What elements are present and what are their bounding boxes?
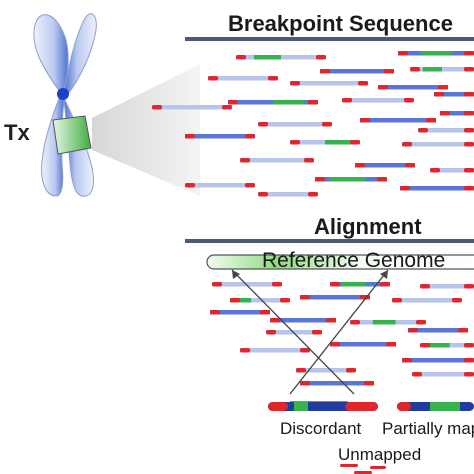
- sequence-read: [240, 348, 310, 353]
- sequence-read: [330, 282, 390, 287]
- chromosome: [33, 13, 97, 197]
- mapping-arrowheads: [232, 270, 388, 279]
- unmapped-reads: [340, 464, 386, 474]
- sequence-read: [258, 122, 332, 127]
- section2-divider: [185, 239, 474, 243]
- breakpoint-reads: [152, 51, 474, 197]
- sequence-read: [418, 128, 474, 133]
- sequence-read: [270, 318, 336, 323]
- sequence-read: [408, 328, 468, 333]
- sequence-read: [208, 76, 278, 81]
- sequence-read: [410, 67, 474, 72]
- sequence-read: [230, 298, 290, 303]
- sequence-read: [240, 158, 314, 163]
- sequence-read: [296, 368, 356, 373]
- sequence-read: [212, 282, 282, 287]
- sequence-read: [330, 342, 396, 347]
- sequence-read: [402, 358, 474, 363]
- chromosome-arm-upper-left: [33, 14, 69, 93]
- discordant-label: Discordant: [280, 419, 362, 438]
- alignment-title: Alignment: [314, 214, 422, 239]
- chromosome-arm-upper-right: [63, 13, 97, 95]
- sequence-read: [420, 343, 474, 348]
- sequence-read: [430, 168, 474, 173]
- sequence-read: [300, 381, 374, 386]
- centromere: [57, 88, 69, 100]
- sequence-read: [420, 284, 474, 289]
- sequence-read: [350, 320, 426, 325]
- sequence-read: [412, 372, 474, 377]
- sequence-read: [315, 177, 387, 182]
- sequence-read: [434, 92, 474, 97]
- sequence-read: [210, 310, 270, 315]
- section1-divider: [185, 37, 474, 41]
- inserted-segment: [52, 115, 92, 155]
- sequence-read: [236, 55, 326, 60]
- sequence-read: [360, 118, 436, 123]
- discordant-read: [268, 402, 378, 411]
- sequence-read: [392, 298, 462, 303]
- unmapped-label: Unmapped: [338, 445, 421, 464]
- sequence-read: [398, 51, 474, 56]
- tx-label: Tx: [4, 120, 30, 145]
- reference-genome-bar: [206, 254, 474, 270]
- sequence-read: [152, 105, 232, 110]
- sequence-read: [355, 163, 415, 168]
- sequence-read: [402, 142, 474, 147]
- sequence-read: [290, 81, 368, 86]
- partially-mapped-read: [397, 402, 474, 411]
- zoom-funnel: [92, 64, 200, 196]
- sequence-read: [320, 69, 394, 74]
- sequence-read: [400, 186, 474, 191]
- sequence-read: [185, 183, 255, 188]
- reference-genome-label: Reference Genome: [262, 249, 445, 272]
- sequence-read: [258, 192, 318, 197]
- sequence-read: [300, 295, 370, 300]
- breakpoint-sequence-title: Breakpoint Sequence: [228, 11, 453, 36]
- sequence-read: [185, 134, 255, 139]
- sequence-read: [228, 100, 318, 105]
- sequence-read: [342, 98, 414, 103]
- sequence-read: [290, 140, 360, 145]
- partially-mapped-label: Partially mapped: [382, 419, 474, 438]
- aligned-reads: [210, 282, 474, 386]
- sequence-read: [440, 111, 474, 116]
- sequence-read: [378, 85, 448, 90]
